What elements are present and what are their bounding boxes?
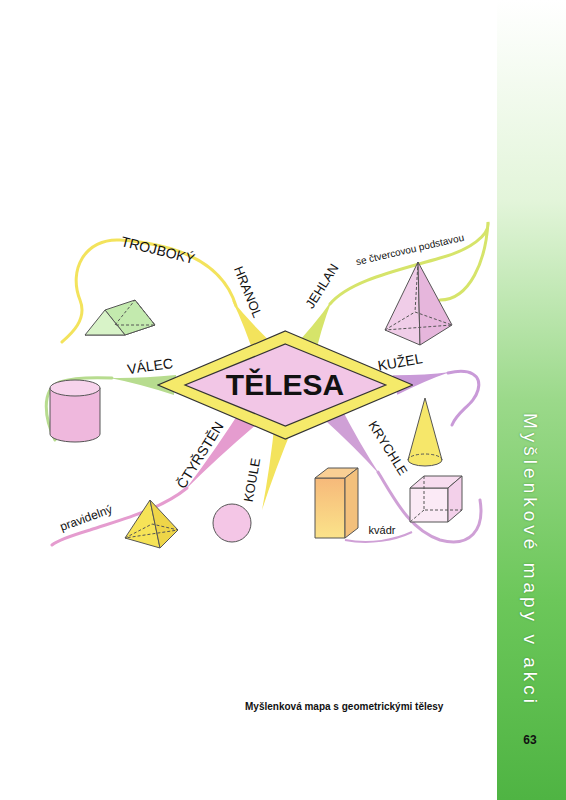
sphere — [213, 504, 251, 542]
branch-label: TROJBOKÝ — [120, 234, 197, 266]
cone-hidden — [408, 454, 442, 460]
cube-face — [448, 476, 462, 522]
cone — [408, 398, 442, 466]
figure-caption: Myšlenková mapa s geometrickými tělesy — [245, 702, 443, 712]
branch-label: KOULE — [242, 457, 262, 503]
branch-label: KUŽEL — [377, 351, 424, 373]
node-title: TĚLESA — [226, 368, 344, 402]
cuboid-face — [315, 478, 345, 538]
prism-hidden — [115, 300, 155, 325]
pyramid-hidden — [385, 312, 452, 330]
branch-label: VÁLEC — [126, 356, 173, 376]
branch-line — [448, 371, 479, 425]
cylinder-top — [50, 380, 100, 396]
cube-hidden — [410, 476, 462, 522]
branch-label: ČTYŘSTĚN — [174, 419, 226, 490]
pyramid-hidden — [415, 262, 418, 312]
tetra-hidden — [125, 524, 178, 538]
cuboid-face — [345, 468, 358, 538]
pyramid-face — [385, 262, 420, 345]
branch-label: JEHLAN — [303, 261, 340, 310]
branch-note: pravidelný — [58, 503, 114, 533]
prism-face — [85, 310, 125, 335]
page-number: 63 — [523, 734, 536, 746]
side-title: Myšlenkové mapy v akci — [521, 413, 540, 707]
branch-note: kvádr — [369, 525, 396, 536]
pyramid-face — [418, 262, 452, 345]
branch-note: se čtvercovou podstavou — [355, 233, 465, 268]
branch-label: KRYCHLE — [366, 419, 409, 478]
branch-label: HRANOL — [232, 264, 264, 319]
